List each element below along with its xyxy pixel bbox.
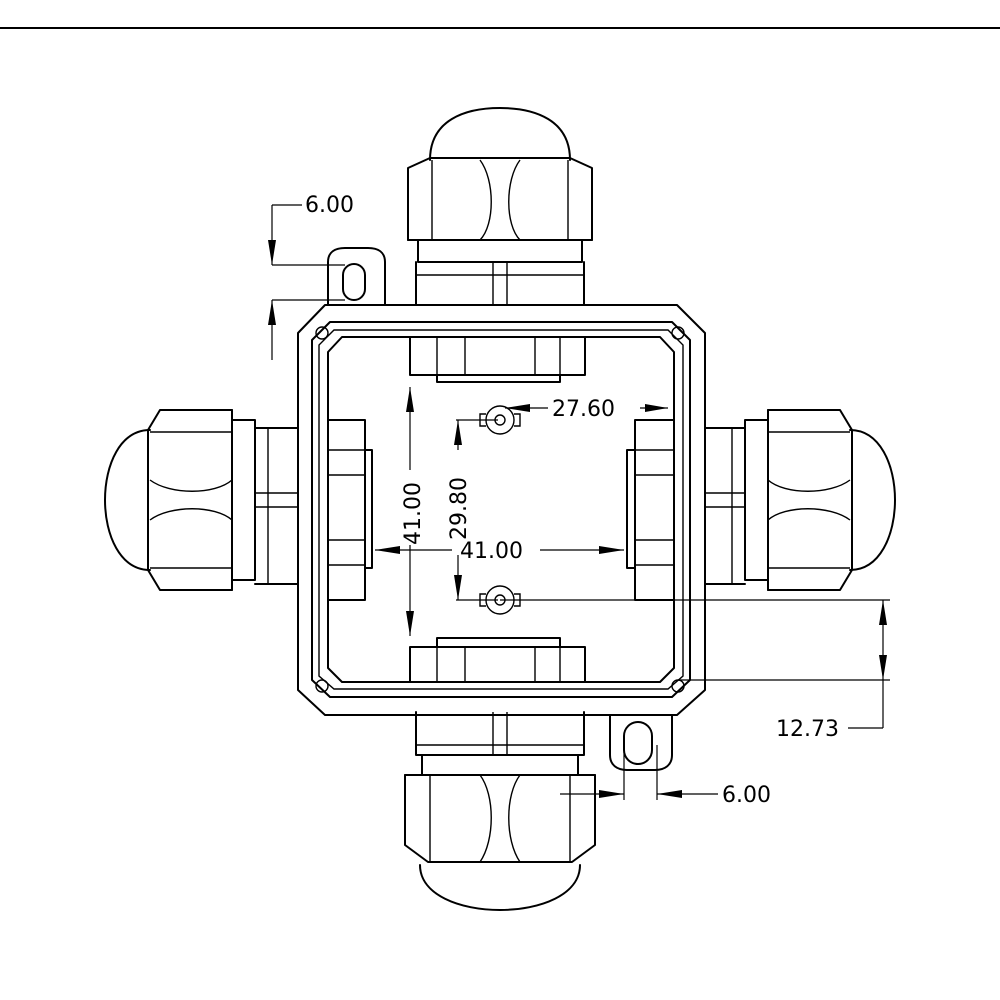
dimension-lug-offset: 12.73 — [500, 599, 890, 742]
cable-gland-left — [104, 409, 299, 591]
corner-screw-top-right — [671, 326, 685, 340]
box-seal-outline — [318, 329, 684, 690]
cable-gland-bottom — [404, 711, 596, 911]
inner-port-top — [409, 336, 586, 383]
box-lid-outline — [311, 321, 691, 698]
dimension-label-41-00-horizontal: 41.00 — [460, 539, 523, 564]
dimension-hole-spacing-vertical: 29.80 — [447, 419, 498, 601]
corner-screw-bottom-left — [315, 679, 329, 693]
dimension-label-29-80: 29.80 — [447, 477, 472, 540]
dimension-inner-height: 41.00 — [401, 387, 426, 636]
dimension-bottom-lug: 6.00 — [560, 745, 771, 808]
dimension-label-bottom-lug: 6.00 — [722, 783, 771, 808]
dimension-label-top-lug: 6.00 — [305, 193, 354, 218]
box-inner-cavity — [327, 336, 675, 683]
dimension-label-41-00-vertical: 41.00 — [401, 482, 426, 545]
dimension-inner-width: 41.00 — [375, 539, 624, 564]
inner-port-right — [626, 419, 675, 601]
cable-gland-top — [407, 107, 593, 306]
mounting-lug-bottom-right — [609, 714, 673, 771]
mounting-lug-top-left — [327, 247, 386, 306]
dimension-label-12-73: 12.73 — [776, 717, 839, 742]
dimension-hole-spacing-horizontal: 27.60 — [505, 397, 668, 422]
dimension-label-27-60: 27.60 — [552, 397, 615, 422]
inner-port-left — [327, 419, 373, 601]
box-outer-outline — [297, 304, 706, 716]
dimension-top-lug: 6.00 — [268, 193, 354, 360]
corner-screw-top-left — [315, 326, 329, 340]
cable-gland-right — [704, 409, 896, 591]
inner-port-bottom — [409, 637, 586, 683]
